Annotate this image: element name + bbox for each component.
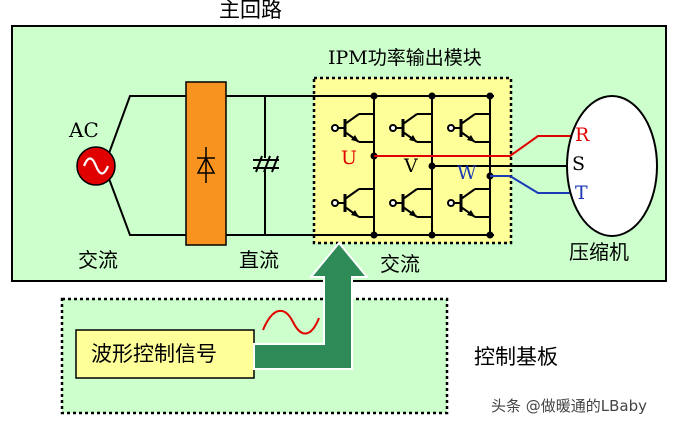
phase-w-wire (490, 175, 572, 194)
phase-w-label: W (457, 162, 477, 184)
sine-wave-icon (262, 310, 320, 335)
main-circuit-title: 主回路 (219, 0, 282, 22)
control-board-label: 控制基板 (474, 345, 558, 369)
phase-u-label: U (341, 147, 358, 169)
control-signal-arrow (253, 241, 370, 370)
phase-t-label: T (575, 182, 588, 204)
waveform-control-label: 波形控制信号 (91, 342, 217, 366)
phase-v-label: V (404, 155, 418, 177)
phase-u-wire (374, 135, 572, 157)
watermark: 头条 @做暖通的LBaby (491, 397, 648, 415)
ac-input-label: AC (69, 118, 99, 142)
ac-input-wires (107, 95, 186, 236)
compressor-ellipse (566, 95, 658, 237)
dc-section-label: 直流 (239, 248, 279, 272)
igbt-switches (331, 113, 490, 218)
dc-capacitor-icon (253, 155, 279, 173)
ipm-module-title: IPM功率输出模块 (328, 47, 482, 69)
phase-s-label: S (572, 153, 586, 175)
ac-section-label: 交流 (78, 248, 118, 272)
phase-r-label: R (575, 124, 590, 146)
ac-output-label: 交流 (380, 252, 420, 276)
compressor-label: 压缩机 (569, 240, 629, 264)
ac-source-icon (76, 146, 116, 186)
rectifier-block (185, 81, 227, 246)
